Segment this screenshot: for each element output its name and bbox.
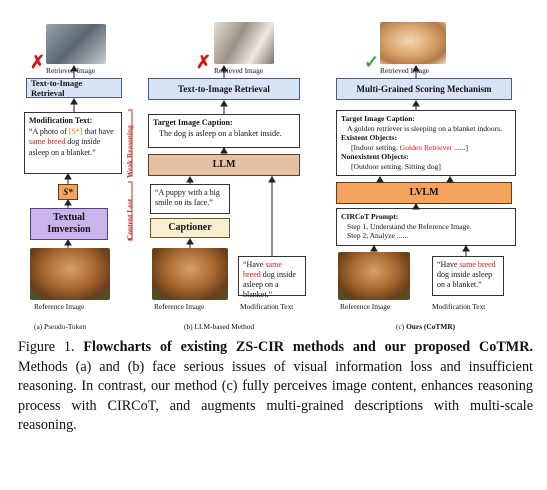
- mod-red-c: same breed: [459, 260, 496, 269]
- mod-red-b: same breed: [243, 260, 282, 279]
- prompt-step2: Step 2, Analyze ......: [347, 231, 409, 241]
- reference-image-c: [338, 252, 410, 300]
- modification-label-b: Modification Text: [240, 302, 294, 311]
- llm-box: LLM: [148, 154, 300, 176]
- wrong-mark-icon: ✗: [30, 52, 46, 72]
- mod-text-pre-a: “A photo of: [29, 126, 69, 136]
- arrows-a: [64, 65, 133, 248]
- target-title-b: Target Image Caption:: [153, 118, 233, 127]
- reference-image-b: [152, 248, 228, 300]
- figure-caption-body: Methods (a) and (b) face serious issues …: [18, 358, 533, 434]
- reference-label-a: Reference Image: [34, 302, 85, 311]
- mod-post-b: dog inside asleep on a blanket.”: [243, 270, 296, 299]
- modification-text-box-c: “Have same breed dog inside asleep on a …: [432, 256, 504, 296]
- existent-post: ......]: [452, 142, 469, 152]
- mod-text-post-a: dog inside asleep on a blanket.”: [29, 137, 101, 157]
- retrieved-image-label-c: Retrieved Image: [380, 66, 430, 75]
- modification-label-c: Modification Text: [432, 302, 486, 311]
- caption-text-box-b: “A puppy with a big smile on its face.”: [150, 184, 230, 214]
- target-title-c: Target Image Caption:: [341, 114, 415, 123]
- retrieved-image-label-b: Retrieved Image: [214, 66, 264, 75]
- retrieval-box-a: Text-to-Image Retrieval: [26, 78, 122, 98]
- mod-text-mid-a: that have: [82, 126, 114, 136]
- prompt-step1: Step 1, Understand the Reference Image.: [347, 221, 472, 231]
- lvlm-box: LVLM: [336, 182, 512, 204]
- wrong-mark-icon: ✗: [196, 52, 212, 72]
- reference-image-a: [30, 248, 110, 300]
- nonexistent-title: Nonexistent Objects:: [341, 152, 409, 162]
- nonexistent-text: [Outdoor setting. Sitting dog]: [351, 161, 441, 171]
- caption-b: (b) LLM-based Method: [184, 322, 255, 331]
- scoring-box: Multi-Grained Scoring Mechanism: [336, 78, 512, 100]
- target-caption-box-b: Target Image Caption: The dog is asleep …: [148, 114, 300, 148]
- correct-mark-icon: ✓: [364, 52, 380, 72]
- target-caption-box-c: Target Image Caption: A golden retriever…: [336, 110, 516, 176]
- inversion-box-a: Textual Imversion: [30, 208, 108, 240]
- modification-text-box-a: Modification Text: “A photo of [S*] that…: [24, 112, 122, 174]
- figure-caption-bold: Flowcharts of existing ZS-CIR methods an…: [83, 339, 533, 355]
- target-text-c: A golden retriever is sleeping on a blan…: [347, 123, 503, 133]
- target-text-b: The dog is asleep on a blanket inside.: [159, 128, 282, 138]
- mod-text-token-a: [S*]: [68, 126, 83, 136]
- caption-a: (a) Pseudo-Token: [34, 322, 87, 331]
- mod-pre-b: “Have: [243, 260, 266, 269]
- existent-title: Existent Objects:: [341, 133, 397, 143]
- retrieved-image-a: [46, 24, 106, 64]
- mod-text-red-a: same breed: [29, 137, 66, 146]
- token-label-a: S*: [63, 186, 73, 197]
- mod-pre-c: “Have: [437, 260, 460, 269]
- prompt-title: CIRCoT Prompt:: [341, 212, 399, 221]
- retrieved-image-c: [380, 22, 446, 64]
- reference-label-c: Reference Image: [340, 302, 391, 311]
- retrieved-image-label-a: Retrieved Image: [46, 66, 96, 75]
- circot-prompt-box: CIRCoT Prompt: Step 1, Understand the Re…: [336, 208, 516, 246]
- arrows-c: [370, 65, 470, 256]
- caption-c-pre: (c): [396, 322, 407, 331]
- caption-c-bold: Ours (CoTMR): [406, 322, 456, 331]
- retrieval-box-b: Text-to-Image Retrieval: [148, 78, 300, 100]
- figure-caption: Figure 1. Flowcharts of existing ZS-CIR …: [18, 338, 533, 436]
- existent-red: Golden Retriever: [399, 142, 453, 152]
- figure-label: Figure 1.: [18, 339, 84, 355]
- caption-c: (c) Ours (CoTMR): [396, 322, 455, 331]
- reference-label-b: Reference Image: [154, 302, 205, 311]
- mod-post-c: dog inside asleep on a blanket.”: [437, 270, 493, 289]
- existent-pre: [Indoor setting.: [351, 142, 400, 152]
- mod-text-title-a: Modification Text:: [29, 116, 93, 125]
- retrieved-image-b: [214, 22, 274, 64]
- modification-text-box-b: “Have same breed dog inside asleep on a …: [238, 256, 306, 299]
- arrows-b: [186, 65, 276, 256]
- captioner-box: Captioner: [150, 218, 230, 238]
